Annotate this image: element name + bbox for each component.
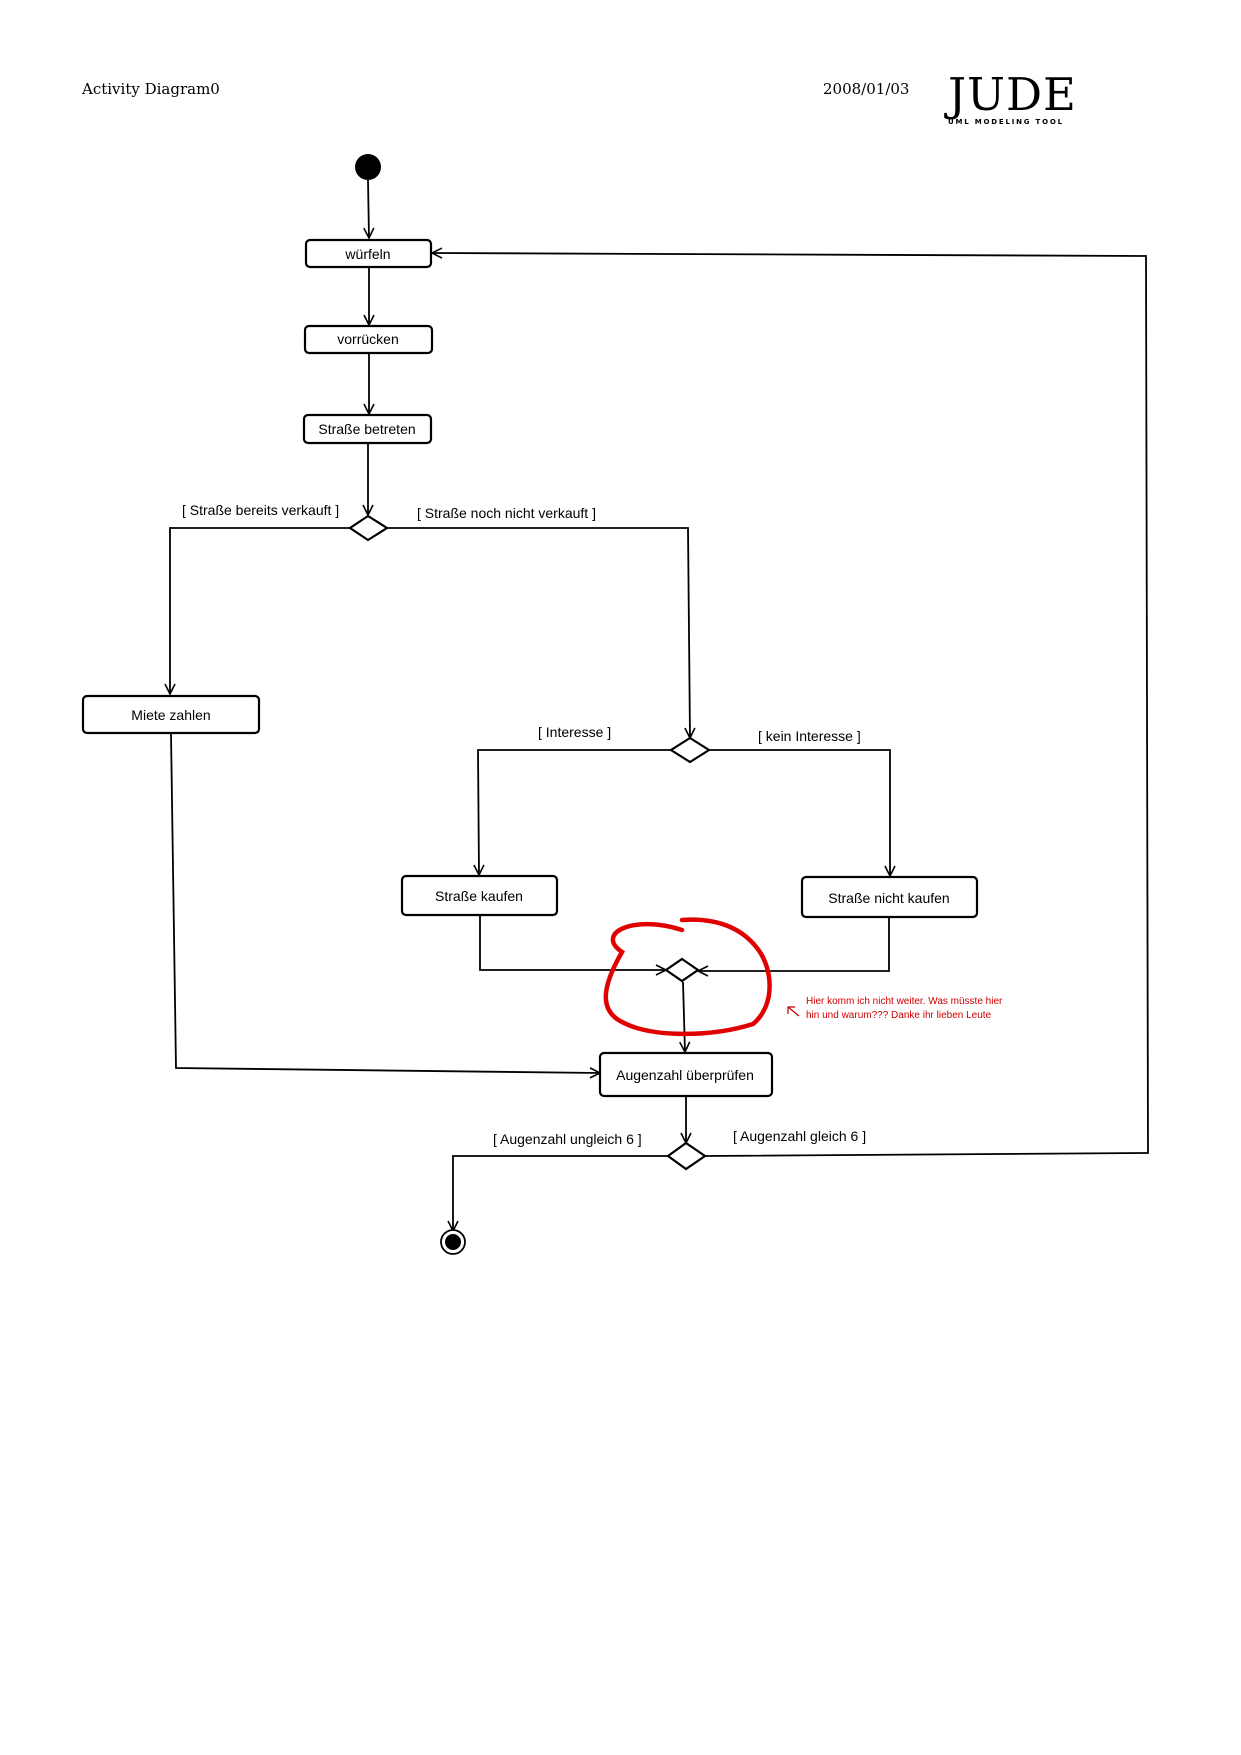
flow-decision2-to-kaufen bbox=[478, 749, 671, 875]
jude-logo: JUDE UML MODELING TOOL bbox=[948, 68, 1078, 130]
action-augenzahl-pruefen bbox=[598, 1051, 774, 1098]
control-flows bbox=[170, 179, 1149, 1231]
guard-kein-interesse: [ kein Interesse ] bbox=[758, 728, 861, 744]
guard-bereits-verkauft: [ Straße bereits verkauft ] bbox=[182, 502, 339, 518]
annotation-red-circle bbox=[603, 917, 772, 1037]
action-strasse-betreten bbox=[302, 413, 433, 445]
flow-decision1-to-decision2 bbox=[387, 527, 690, 738]
label-strasse-nicht-kaufen: Straße nicht kaufen bbox=[828, 890, 949, 906]
label-miete-zahlen: Miete zahlen bbox=[131, 707, 210, 723]
final-node bbox=[440, 1229, 466, 1255]
flow-start-to-wuerfeln bbox=[368, 179, 369, 238]
label-vorruecken: vorrücken bbox=[337, 331, 398, 347]
action-strasse-nicht-kaufen bbox=[800, 875, 979, 919]
label-augenzahl-pruefen: Augenzahl überprüfen bbox=[616, 1067, 754, 1083]
logo-sub-text: UML MODELING TOOL bbox=[948, 118, 1064, 126]
flow-decision3-loop-to-wuerfeln bbox=[432, 253, 1149, 1157]
action-strasse-kaufen bbox=[400, 874, 559, 917]
decision-node-augenzahl bbox=[666, 1141, 707, 1171]
decision-node-interesse bbox=[668, 736, 712, 764]
guard-noch-nicht-verkauft: [ Straße noch nicht verkauft ] bbox=[417, 505, 596, 521]
flow-decision2-to-nicht-kaufen bbox=[709, 749, 890, 876]
guard-ungleich-6: [ Augenzahl ungleich 6 ] bbox=[493, 1131, 642, 1147]
action-vorruecken bbox=[303, 324, 434, 355]
action-wuerfeln bbox=[304, 238, 433, 269]
flow-kaufen-to-merge bbox=[479, 915, 666, 970]
decision-node-verkauft bbox=[348, 514, 390, 542]
label-wuerfeln: würfeln bbox=[344, 246, 390, 262]
annotation-text-line2: hin und warum??? Danke ihr lieben Leute bbox=[806, 1010, 992, 1021]
flow-miete-to-augenzahl bbox=[170, 733, 600, 1073]
label-strasse-betreten: Straße betreten bbox=[318, 421, 415, 437]
initial-node bbox=[355, 154, 381, 180]
merge-node bbox=[664, 957, 700, 983]
flow-merge-to-augenzahl bbox=[683, 981, 685, 1052]
annotation-arrow-icon bbox=[787, 1006, 800, 1017]
annotation-text-line1: Hier komm ich nicht weiter. Was müsste h… bbox=[806, 996, 1003, 1007]
flow-decision3-to-end bbox=[453, 1155, 668, 1231]
flow-nicht-kaufen-to-merge bbox=[698, 917, 890, 971]
diagram-date: 2008/01/03 bbox=[823, 80, 910, 98]
guard-gleich-6: [ Augenzahl gleich 6 ] bbox=[733, 1128, 866, 1144]
logo-main-text: JUDE bbox=[948, 68, 1077, 121]
guard-interesse: [ Interesse ] bbox=[538, 724, 611, 740]
label-strasse-kaufen: Straße kaufen bbox=[435, 888, 523, 904]
diagram-name: Activity Diagram0 bbox=[82, 80, 220, 98]
flow-decision1-to-miete bbox=[170, 527, 350, 694]
action-miete-zahlen bbox=[81, 694, 261, 735]
